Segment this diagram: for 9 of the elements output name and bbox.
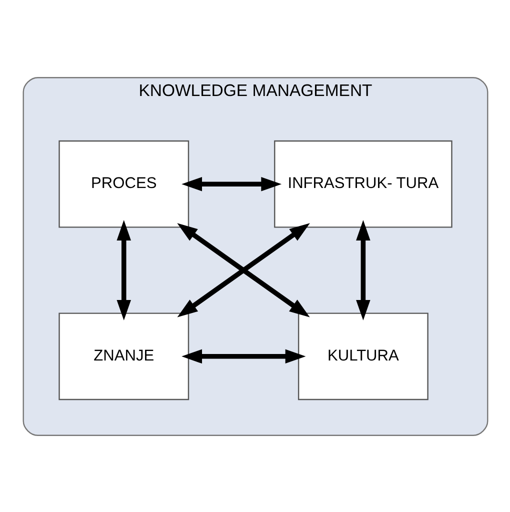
node-box: KULTURA [297, 312, 428, 400]
node-box: ZNANJE [58, 312, 189, 400]
arrow [356, 220, 370, 320]
arrow [181, 348, 306, 364]
arrow [176, 222, 310, 317]
node-box: PROCES [58, 140, 189, 228]
node-box: INFRASTRUK- TURA [274, 140, 452, 228]
arrow [181, 176, 282, 191]
arrow [116, 220, 131, 320]
